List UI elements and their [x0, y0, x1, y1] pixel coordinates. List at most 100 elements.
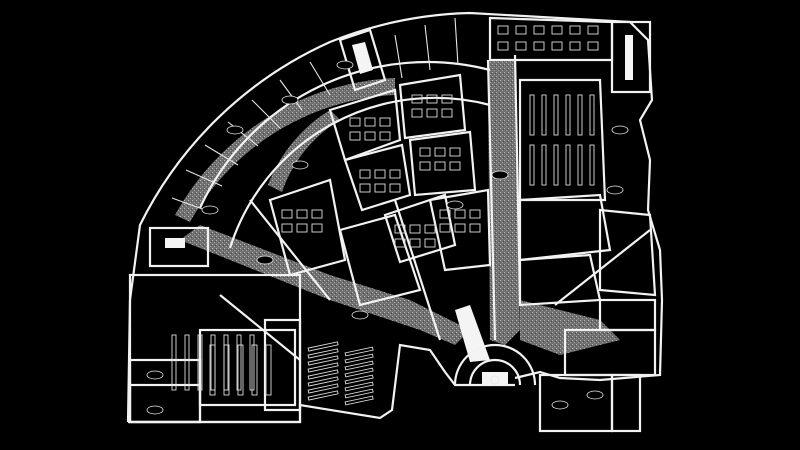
room-tags — [146, 60, 629, 415]
room-tag — [351, 310, 369, 320]
shelf-row — [223, 344, 230, 396]
east-wing — [538, 20, 657, 433]
classroom-desk — [389, 183, 401, 193]
shelf-row — [541, 94, 547, 136]
reading-table — [533, 25, 545, 35]
reading-table — [533, 41, 545, 51]
room-tag — [446, 200, 464, 210]
reading-table — [569, 41, 581, 51]
desk-row — [344, 346, 374, 357]
room-tag — [336, 60, 354, 70]
desk-row — [344, 353, 374, 364]
classroom-desk — [311, 209, 323, 219]
room-tag — [291, 160, 309, 170]
classroom-desk — [449, 147, 461, 157]
classroom-desk — [454, 223, 466, 233]
room-tag — [146, 370, 164, 380]
reading-table — [587, 25, 599, 35]
classroom-desk — [434, 161, 446, 171]
shelf-row — [251, 344, 258, 396]
classroom-desk — [434, 147, 446, 157]
shelf-row — [589, 94, 595, 136]
room-tag — [611, 125, 629, 135]
desk-row — [307, 355, 339, 366]
classroom-desk — [419, 147, 431, 157]
classroom-desk — [359, 183, 371, 193]
building-outline — [126, 11, 664, 424]
shelf-row — [210, 334, 216, 391]
shelf-row — [236, 334, 242, 391]
shelf-row — [529, 94, 535, 136]
classroom-desk — [364, 117, 376, 127]
classroom-desk — [394, 238, 406, 248]
desk-row — [344, 381, 374, 392]
classroom-desk — [454, 209, 466, 219]
room-tag — [281, 95, 299, 105]
desk-row — [307, 348, 339, 359]
classroom-desk — [426, 94, 438, 104]
shelf-row — [553, 94, 559, 136]
shelf-row — [209, 344, 216, 396]
shelf-row — [237, 344, 244, 396]
classroom-desk — [439, 223, 451, 233]
desk-row — [344, 395, 374, 406]
classroom-desk — [394, 224, 406, 234]
classroom-desk — [379, 117, 391, 127]
classroom-desk — [311, 223, 323, 233]
classroom-desk — [426, 108, 438, 118]
classroom-desk — [411, 108, 423, 118]
shelf-row — [553, 144, 559, 186]
classroom-desk — [296, 223, 308, 233]
room-tag — [256, 255, 274, 265]
desk-row — [307, 390, 339, 401]
shelf-row — [184, 334, 190, 391]
classroom-desk — [411, 94, 423, 104]
classroom-desk — [281, 209, 293, 219]
shelf-row — [577, 94, 583, 136]
room-tag — [226, 125, 244, 135]
north-stair — [338, 28, 387, 92]
classroom-desk — [374, 183, 386, 193]
shelf-row — [577, 144, 583, 186]
reading-table — [497, 41, 509, 51]
classroom-desk — [349, 131, 361, 141]
classroom-desk — [424, 224, 436, 234]
room-tag — [551, 400, 569, 410]
west-wing — [128, 226, 302, 424]
room-tag — [491, 170, 509, 180]
furniture — [171, 25, 599, 406]
classroom-desk — [439, 209, 451, 219]
room-tag — [201, 205, 219, 215]
desk-row — [307, 362, 339, 373]
desk-row — [307, 341, 339, 352]
shelf-row — [589, 144, 595, 186]
shelf-row — [197, 334, 203, 391]
classroom-desk — [281, 223, 293, 233]
classroom-desk — [374, 169, 386, 179]
shelf-row — [223, 334, 229, 391]
reading-table — [497, 25, 509, 35]
shelf-row — [265, 344, 272, 396]
classroom-desk — [389, 169, 401, 179]
classroom-desk — [364, 131, 376, 141]
reading-table — [587, 41, 599, 51]
desk-row — [344, 388, 374, 399]
classroom-desk — [349, 117, 361, 127]
shelf-row — [565, 144, 571, 186]
classroom-desk — [441, 108, 453, 118]
classroom-desk — [409, 224, 421, 234]
room-tag — [606, 185, 624, 195]
reading-table — [515, 25, 527, 35]
desk-row — [307, 383, 339, 394]
room-tag — [146, 405, 164, 415]
classroom-desk — [296, 209, 308, 219]
shelf-row — [541, 144, 547, 186]
classroom-desk — [409, 238, 421, 248]
desk-row — [307, 369, 339, 380]
classroom-desk — [359, 169, 371, 179]
reading-table — [551, 41, 563, 51]
classroom-desk — [449, 161, 461, 171]
main-entrance — [453, 305, 537, 386]
reading-table — [515, 41, 527, 51]
